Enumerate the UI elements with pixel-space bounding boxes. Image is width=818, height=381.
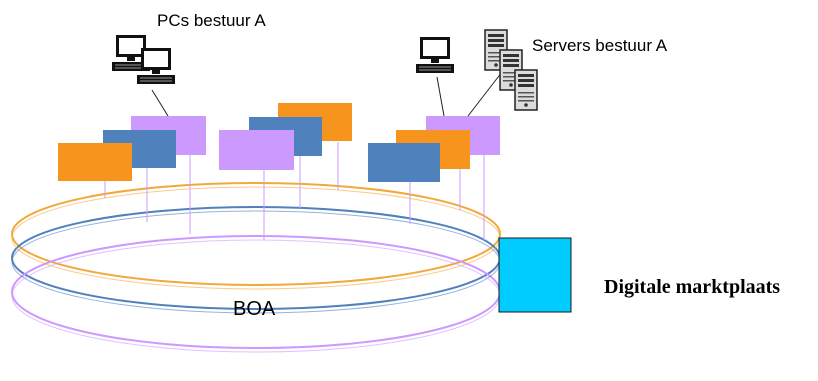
node-box-orange (58, 143, 132, 181)
orange-ring (11, 182, 501, 286)
node-cluster-right (368, 116, 500, 182)
servers-label: Servers bestuur A (532, 36, 668, 55)
node-cluster-left (58, 116, 206, 181)
desktop-computer-icon (416, 37, 454, 73)
node-box-blue (368, 143, 440, 182)
server-tower-icon (514, 69, 538, 111)
marketplace-label: Digitale marktplaats (604, 276, 780, 298)
marketplace-box (498, 237, 572, 313)
node-box-violet (219, 130, 294, 170)
backbone-rings (11, 182, 501, 353)
desktop-computer-icon (137, 48, 175, 84)
device-links (151, 71, 503, 117)
drop-lines (104, 142, 485, 240)
violet-ring (11, 235, 501, 349)
boa-label: BOA (233, 298, 276, 320)
blue-ring (11, 206, 501, 310)
node-cluster-middle (219, 103, 352, 170)
pcs-label: PCs bestuur A (157, 11, 266, 30)
